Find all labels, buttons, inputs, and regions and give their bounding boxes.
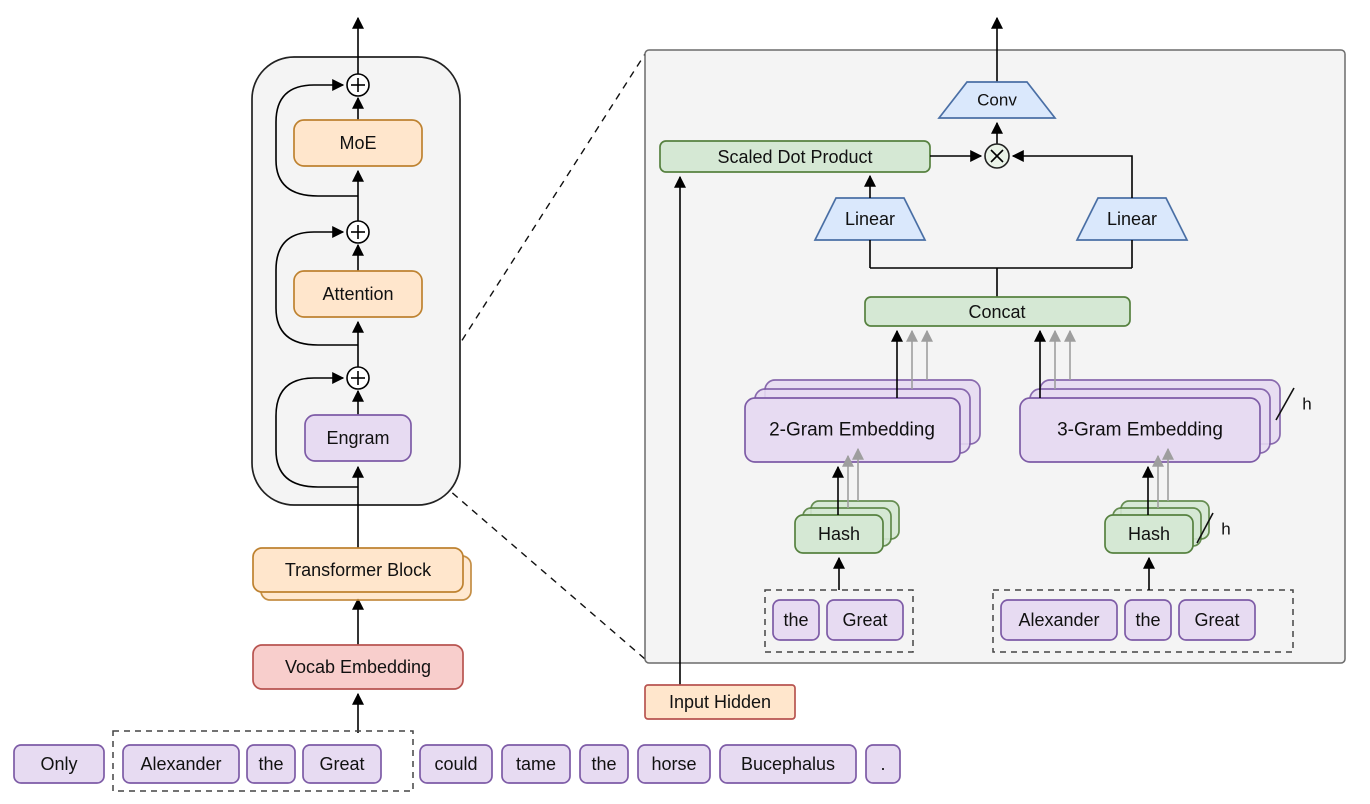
three-gram-embedding-stack: 3-Gram Embedding: [1019, 379, 1281, 463]
token-label: Great: [842, 610, 887, 630]
trigram-dashed-box: [992, 589, 1294, 653]
token: [637, 744, 711, 784]
token-label: Alexander: [140, 754, 221, 774]
token-label: tame: [516, 754, 556, 774]
linear-right-trapezoid: [1075, 197, 1189, 241]
token: [419, 744, 493, 784]
token: [719, 744, 857, 784]
moe-label: MoE: [339, 133, 376, 153]
token-label: the: [783, 610, 808, 630]
token-label: Great: [319, 754, 364, 774]
flow-arrow-linear-to-multiply: [1011, 150, 1133, 198]
residual-add-icon-top: [346, 73, 370, 97]
token-label: Only: [40, 754, 77, 774]
token-label: Bucephalus: [741, 754, 835, 774]
hash-left-label: Hash: [818, 524, 860, 544]
linear-left-trapezoid: [813, 197, 927, 241]
h-count-text: h: [1221, 520, 1230, 539]
token: [772, 599, 820, 641]
scaled-dot-product-label: Scaled Dot Product: [717, 147, 872, 167]
h-count-text: h: [1302, 395, 1311, 414]
two-gram-embedding-label: 2-Gram Embedding: [769, 420, 935, 441]
hash-right-block: [1104, 514, 1194, 554]
attention-block: [293, 270, 423, 318]
h-slash-icon: [1275, 387, 1295, 421]
engram-label: Engram: [326, 428, 389, 448]
two-gram-embedding-stack: 2-Gram Embedding: [744, 379, 981, 463]
token: [1178, 599, 1256, 641]
token-label: horse: [651, 754, 696, 774]
token-label: the: [1135, 610, 1160, 630]
hash-right-label: Hash: [1128, 524, 1170, 544]
bigram-token-group: the Great: [764, 589, 914, 653]
token-label: the: [258, 754, 283, 774]
concat-branch-lines: [869, 240, 1133, 297]
sentence-row: Only Alexander the Great could tame the …: [13, 730, 901, 792]
hash-right-stack: Hash: [1104, 500, 1210, 554]
token: [246, 744, 296, 784]
transformer-block-label: Transformer Block: [285, 560, 432, 580]
token: [1124, 599, 1172, 641]
hash-left-block: [794, 514, 884, 554]
token-label: Great: [1194, 610, 1239, 630]
linear-left-label: Linear: [845, 209, 895, 229]
engram-detail-panel: Conv Scaled Dot Product Linear Linear Co…: [644, 16, 1346, 720]
token: [302, 744, 382, 784]
hash-left-stack: Hash: [794, 500, 900, 554]
token: [579, 744, 629, 784]
attention-label: Attention: [322, 284, 393, 304]
ngram-window-dashed-box: [112, 730, 414, 792]
token-label: could: [434, 754, 477, 774]
linear-right-label: Linear: [1107, 209, 1157, 229]
residual-add-icon-middle: [346, 220, 370, 244]
vocab-embedding-label: Vocab Embedding: [285, 657, 431, 677]
moe-block: [293, 119, 423, 167]
residual-skip-moe: [275, 79, 358, 197]
token-label: the: [591, 754, 616, 774]
concat-block: [864, 296, 1131, 327]
conv-label: Conv: [977, 91, 1017, 110]
token-label: .: [880, 754, 885, 774]
input-hidden-label: Input Hidden: [669, 692, 771, 712]
h-count-label-embedding: h: [1275, 387, 1312, 421]
trigram-token-group: Alexander the Great: [992, 589, 1294, 653]
token: [122, 744, 240, 784]
token: [13, 744, 105, 784]
residual-add-icon-bottom: [346, 366, 370, 390]
transformer-stack: MoE Attention Engram Transformer Block V…: [251, 16, 646, 733]
vocab-embedding-block: [252, 644, 464, 690]
token: [865, 744, 901, 784]
token: [826, 599, 904, 641]
input-hidden-block: [644, 684, 796, 720]
h-slash-icon: [1196, 512, 1214, 544]
engram-block: [304, 414, 412, 462]
multiply-icon: [984, 143, 1010, 169]
conv-trapezoid: [937, 81, 1057, 119]
token: [501, 744, 571, 784]
h-count-label-hash: h: [1196, 512, 1231, 544]
three-gram-embedding-block: [1019, 397, 1261, 463]
token-label: Alexander: [1018, 610, 1099, 630]
three-gram-embedding-label: 3-Gram Embedding: [1057, 420, 1223, 441]
residual-skip-attention: [275, 226, 358, 346]
concat-label: Concat: [968, 302, 1025, 322]
transformer-block: [252, 547, 464, 593]
bigram-dashed-box: [764, 589, 914, 653]
residual-skip-engram: [275, 372, 358, 488]
token: [1000, 599, 1118, 641]
